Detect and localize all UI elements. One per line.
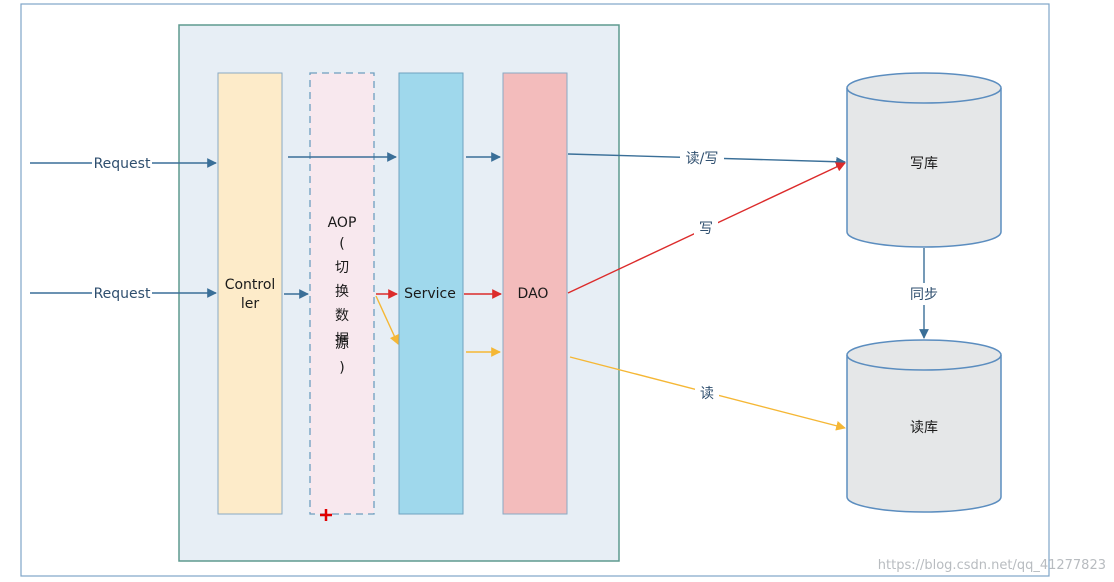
dao-label: DAO — [518, 286, 549, 302]
aop-label-line3: 切 — [335, 260, 349, 276]
read-database: 读库 — [846, 339, 1002, 513]
edge-label-read: 读 — [700, 385, 714, 402]
edge-label-read-write: 读/写 — [686, 150, 719, 167]
aop-label-line2: ( — [339, 236, 344, 252]
aop-label-line6: 据 — [335, 332, 349, 348]
controller-label-line2: ler — [241, 296, 260, 312]
request-label-bg-1 — [92, 153, 152, 171]
watermark: https://blog.csdn.net/qq_41277823 — [878, 558, 1106, 573]
request-label-1: Request — [94, 156, 151, 172]
write-database: 写库 — [846, 72, 1002, 248]
service-layer — [398, 72, 464, 515]
sync-label-bg — [900, 283, 948, 305]
aop-layer — [309, 72, 375, 515]
edge-label-bg-write — [694, 216, 718, 238]
service-label: Service — [404, 286, 456, 302]
aop-label-line8: ) — [339, 360, 344, 376]
cursor-plus-icon — [320, 509, 332, 521]
edge-label-bg-read — [695, 381, 719, 403]
edge-label-bg-readwrite — [680, 148, 724, 168]
aop-label-line5: 数 — [335, 308, 349, 324]
sync-label: 同步 — [910, 287, 938, 303]
write-database-label: 写库 — [910, 156, 938, 172]
aop-label-line4: 换 — [335, 283, 349, 300]
controller-label-line1: Control — [225, 277, 276, 293]
controller-layer — [217, 72, 283, 515]
dao-layer — [502, 72, 568, 515]
aop-label-line7: 源 — [335, 336, 349, 352]
aop-to-service-orange-arrow — [375, 295, 399, 345]
edge-label-write: 写 — [699, 221, 713, 237]
request-label-bg-2 — [92, 283, 152, 301]
aop-label-line1: AOP — [328, 215, 357, 231]
request-label-2: Request — [94, 286, 151, 302]
read-database-label: 读库 — [910, 419, 938, 436]
